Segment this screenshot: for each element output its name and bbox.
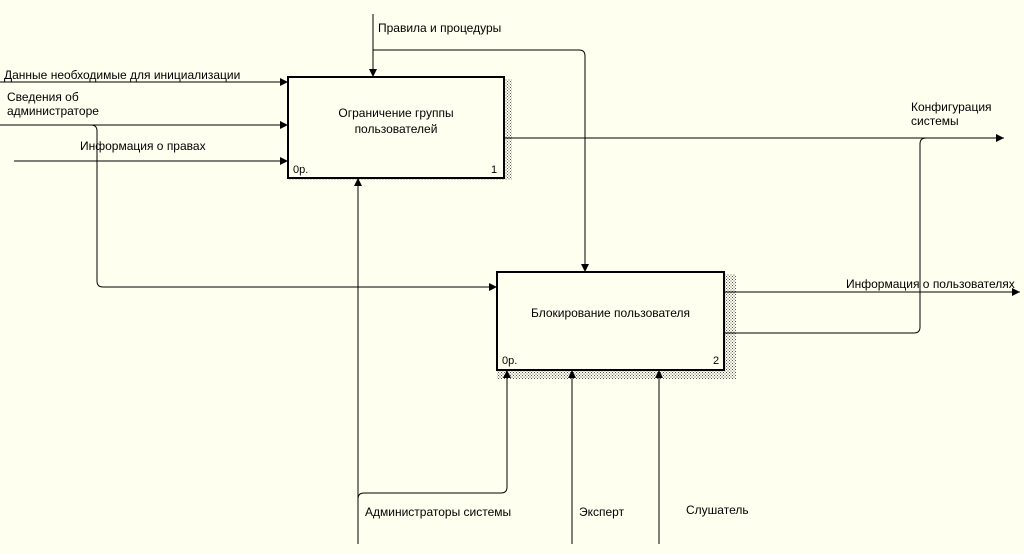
block-1-box	[287, 76, 505, 179]
block-2-title: Блокирование пользователя	[530, 306, 691, 320]
block-2-number: 2	[713, 355, 720, 367]
block-2-box	[496, 271, 725, 371]
block-1-title: Ограничение группы пользователей	[338, 106, 454, 136]
label-listener: Слушатель	[686, 503, 749, 517]
label-init-data: Данные необходимые для инициализации	[4, 68, 241, 82]
arrow-admin-info-branch[interactable]	[90, 124, 497, 291]
arrow-config-feedback[interactable]	[724, 137, 927, 334]
arrow-admins-branch[interactable]	[357, 370, 511, 500]
block-2-cost: 0р.	[502, 355, 518, 367]
block-2[interactable]	[496, 271, 736, 379]
label-rights-info: Информация о правах	[80, 139, 206, 153]
arrow-rules-branch[interactable]	[373, 49, 589, 272]
block-1[interactable]	[287, 76, 512, 180]
label-admins: Администраторы системы	[365, 505, 512, 519]
label-config: Конфигурация системы	[911, 100, 992, 128]
label-rules: Правила и процедуры	[378, 21, 502, 35]
label-expert: Эксперт	[579, 505, 625, 519]
label-admin-info: Сведения об администраторе	[7, 90, 99, 118]
block-1-cost: 0р.	[293, 164, 309, 176]
block-1-number: 1	[491, 164, 498, 176]
label-users-info: Информация о пользователях	[846, 277, 1015, 291]
